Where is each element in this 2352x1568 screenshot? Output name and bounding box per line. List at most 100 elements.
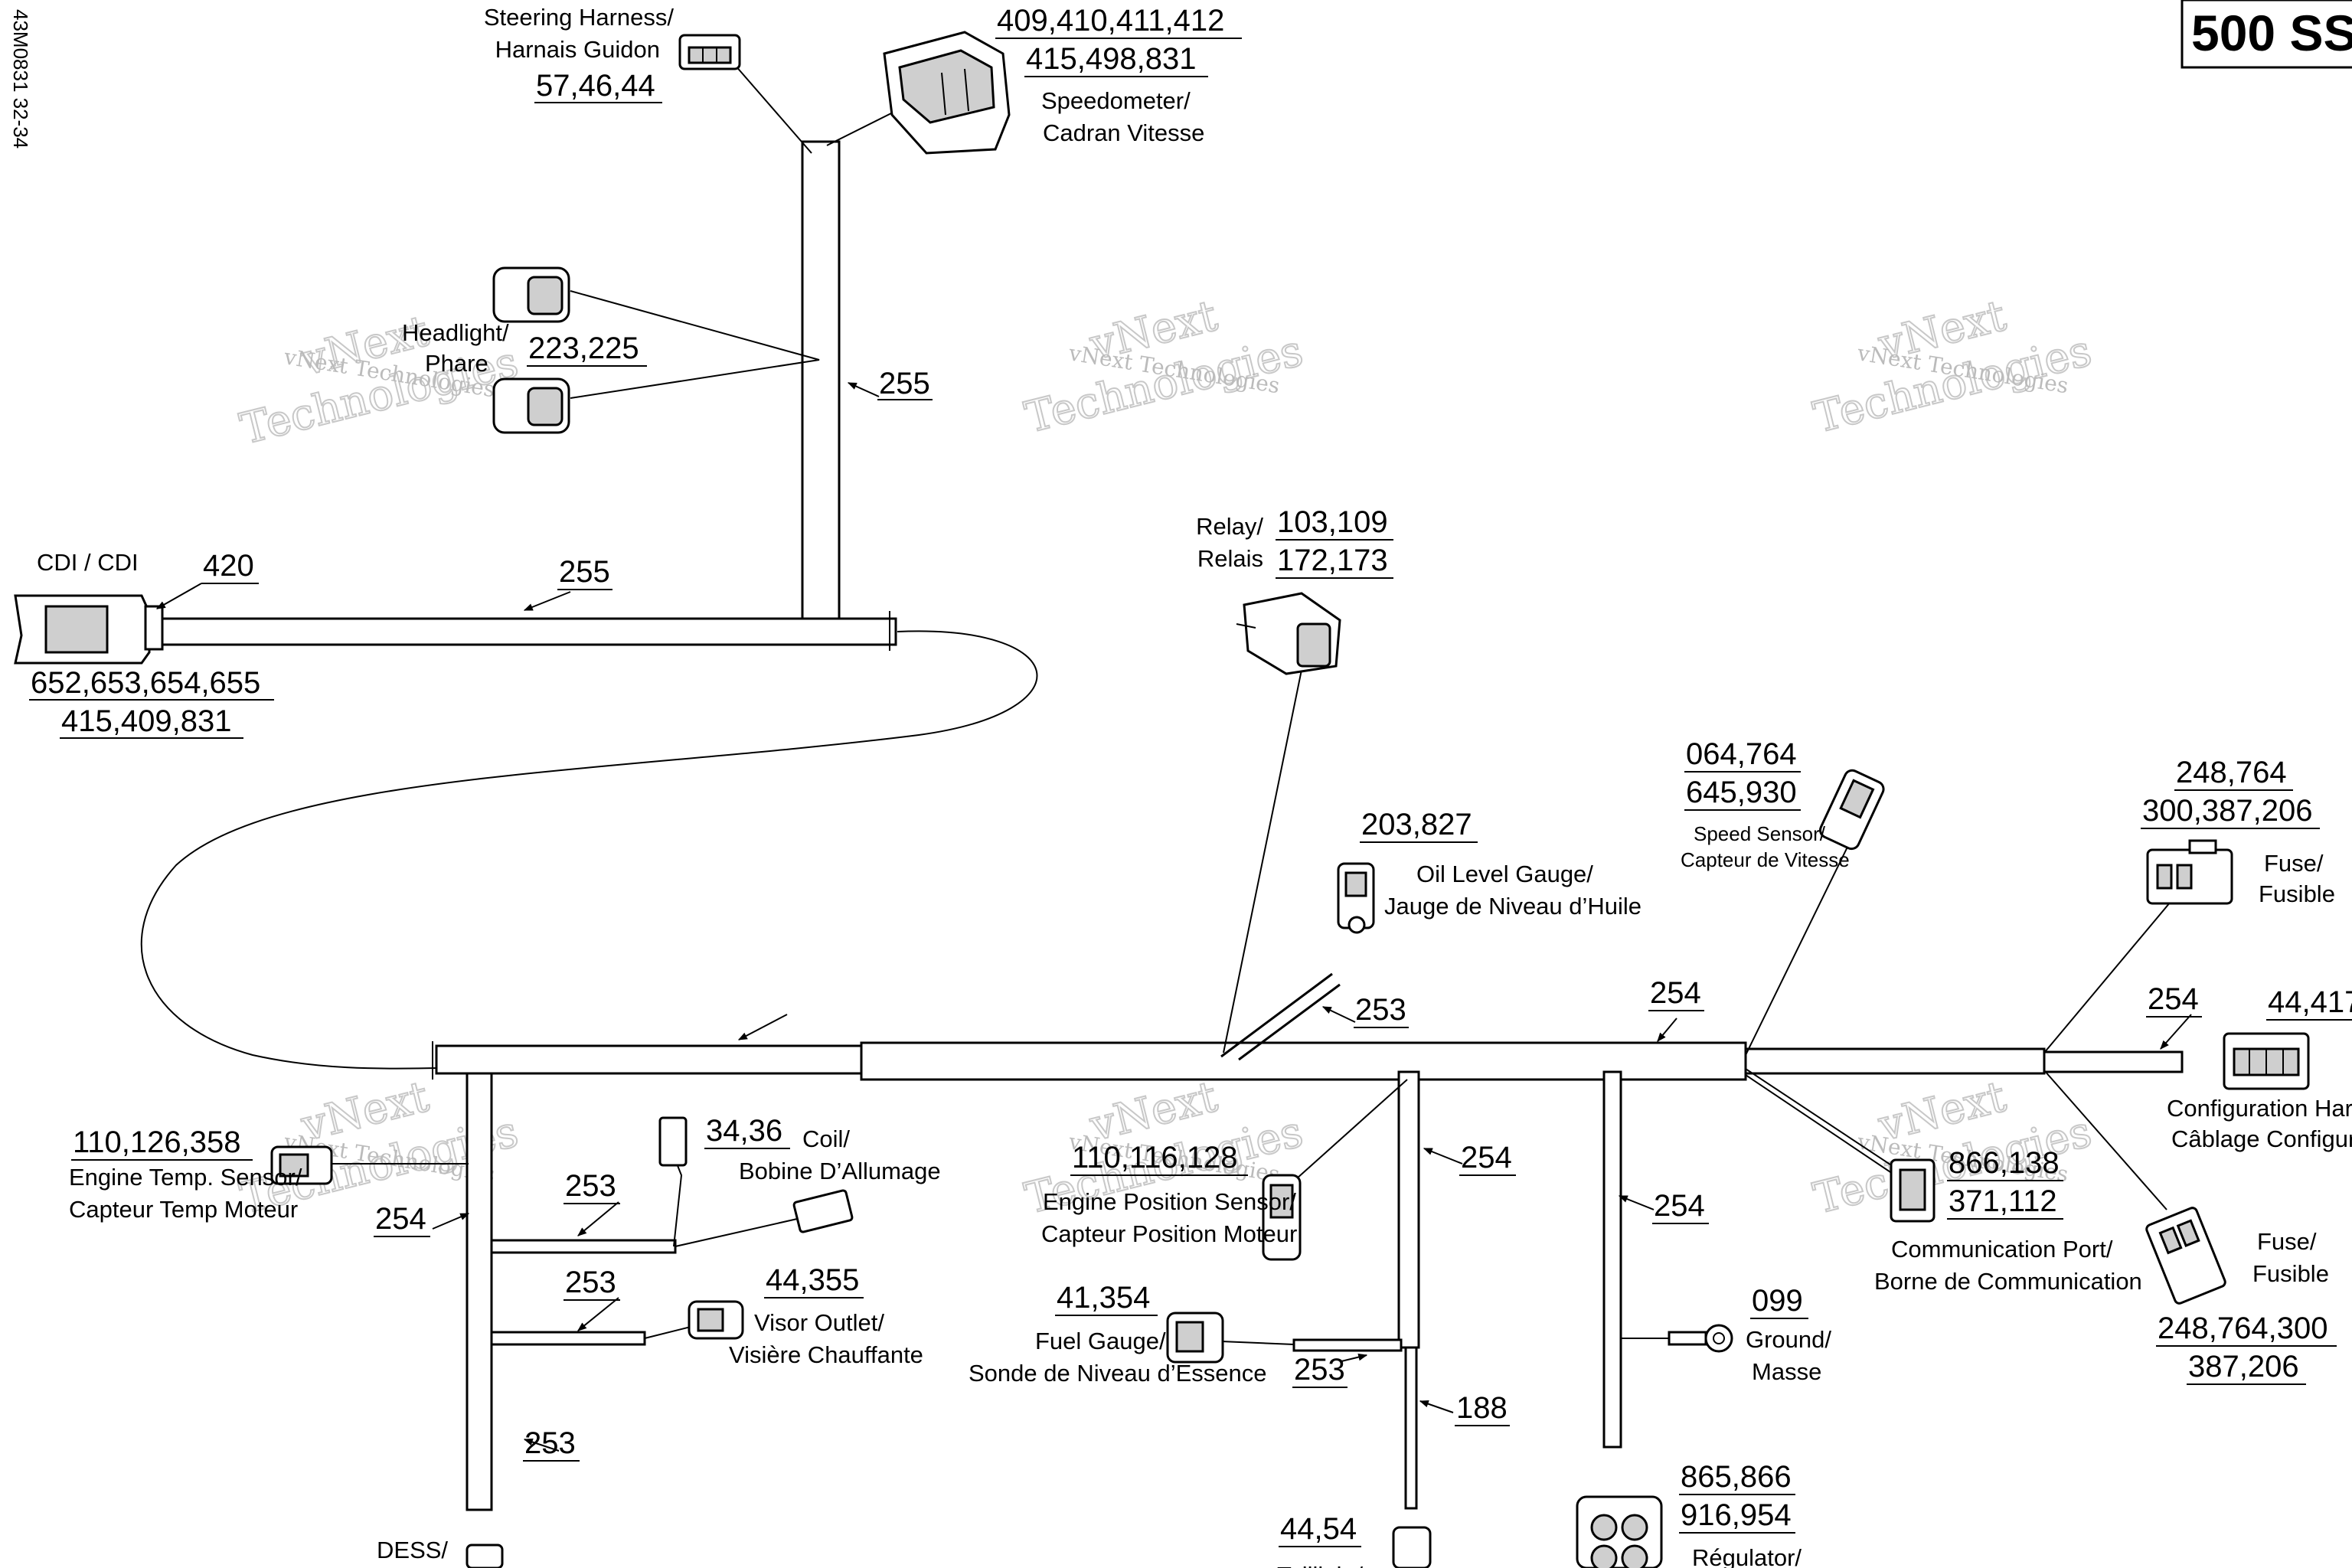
wire-188: 188 — [1456, 1391, 1508, 1425]
speed-sensor-label: 064,764 645,930 Speed Sensor/ Capteur de… — [1681, 737, 1850, 871]
svg-text:Relais: Relais — [1197, 545, 1263, 572]
svg-text:Câblage Configuration: Câblage Configuration — [2171, 1125, 2352, 1152]
wire-253-oil: 253 — [1355, 993, 1406, 1027]
wire-253-visor: 253 — [565, 1266, 616, 1299]
headlight-label: Headlight/ Phare 223,225 — [402, 319, 647, 377]
wire-253-fuel: 253 — [1294, 1353, 1345, 1387]
configuration-harness-label: 44,417 Configuration Harness/ Câblage Co… — [2167, 985, 2352, 1152]
svg-text:248,764,300: 248,764,300 — [2158, 1312, 2328, 1345]
svg-text:Fuel Gauge/: Fuel Gauge/ — [1035, 1328, 1166, 1354]
svg-text:103,109: 103,109 — [1277, 505, 1388, 539]
steering-harness-label: Steering Harness/ Harnais Guidon 57,46,4… — [484, 4, 675, 103]
svg-text:Harnais Guidon: Harnais Guidon — [495, 36, 660, 63]
regulator-connector — [1576, 1495, 1663, 1568]
communication-port-connector — [1890, 1158, 1936, 1223]
headlight-connector-lower — [492, 377, 570, 434]
steering-harness-connector — [678, 34, 741, 70]
svg-text:Headlight/: Headlight/ — [402, 319, 509, 346]
svg-text:Jauge de Niveau d’Huile: Jauge de Niveau d’Huile — [1384, 893, 1642, 920]
dess-connector — [466, 1544, 504, 1568]
svg-text:415,498,831: 415,498,831 — [1026, 42, 1196, 76]
svg-text:652,653,654,655: 652,653,654,655 — [31, 666, 260, 700]
svg-text:371,112: 371,112 — [1949, 1184, 2057, 1218]
coil-label: 34,36 Coil/ Bobine D’Allumage — [704, 1114, 941, 1184]
svg-text:420: 420 — [203, 549, 254, 583]
svg-text:099: 099 — [1752, 1284, 1803, 1318]
fuel-gauge-label: 41,354 Fuel Gauge/ Sonde de Niveau d’Ess… — [969, 1281, 1266, 1387]
svg-text:500 SS: 500 SS — [2191, 5, 2352, 61]
svg-text:Cadran Vitesse: Cadran Vitesse — [1043, 119, 1204, 146]
engine-position-connector — [1262, 1174, 1302, 1261]
wire-255-cdi: 255 — [559, 555, 610, 589]
svg-text:248,764: 248,764 — [2176, 756, 2287, 789]
svg-text:44,417: 44,417 — [2268, 985, 2352, 1019]
fuse-connector-lower — [2145, 1207, 2226, 1305]
svg-text:41,354: 41,354 — [1057, 1281, 1150, 1315]
model-box: 500 SS — [2180, 0, 2352, 69]
speedometer-connector — [883, 31, 1011, 155]
harness-trunks — [140, 140, 2184, 1511]
svg-text:Speed Sensor/: Speed Sensor/ — [1694, 822, 1826, 845]
ground-label: 099 Ground/ Masse — [1746, 1284, 1831, 1385]
regulator-label: 865,866 916,954 Régulator/ — [1679, 1460, 1802, 1568]
svg-text:Phare: Phare — [425, 350, 488, 377]
svg-text:172,173: 172,173 — [1277, 544, 1388, 577]
svg-text:Configuration Harness/: Configuration Harness/ — [2167, 1095, 2352, 1122]
dess-label: DESS/ — [377, 1537, 448, 1563]
document-code: 43M0831 32-34 — [9, 9, 32, 149]
svg-text:415,409,831: 415,409,831 — [61, 704, 231, 738]
svg-text:44,54: 44,54 — [1280, 1512, 1357, 1546]
svg-text:Capteur Temp Moteur: Capteur Temp Moteur — [69, 1196, 298, 1223]
svg-text:Visière Chauffante: Visière Chauffante — [729, 1341, 923, 1368]
speed-sensor-connector — [1819, 769, 1885, 851]
svg-text:110,116,128: 110,116,128 — [1072, 1141, 1238, 1174]
svg-text:865,866: 865,866 — [1681, 1460, 1792, 1494]
wire-255-vertical: 255 — [879, 367, 930, 400]
svg-text:Coil/: Coil/ — [802, 1125, 850, 1152]
svg-text:Capteur de Vitesse: Capteur de Vitesse — [1681, 848, 1850, 871]
fuse-upper-label: 248,764 300,387,206 Fuse/ Fusible — [2141, 756, 2335, 907]
svg-text:Ground/: Ground/ — [1746, 1326, 1831, 1353]
svg-text:Steering Harness/: Steering Harness/ — [484, 4, 675, 31]
svg-text:Speedometer/: Speedometer/ — [1041, 87, 1191, 114]
coil-connector — [658, 1116, 854, 1233]
relay-connector — [1236, 592, 1341, 675]
svg-text:Régulator/: Régulator/ — [1692, 1544, 1802, 1568]
engine-position-label: 110,116,128 Engine Position Sensor/ Capt… — [1041, 1141, 1297, 1247]
svg-text:Visor Outlet/: Visor Outlet/ — [754, 1309, 884, 1336]
speedometer-label: 409,410,411,412 415,498,831 Speedometer/… — [995, 4, 1242, 146]
wire-254-ground: 254 — [1654, 1189, 1705, 1223]
relay-label: Relay/ Relais 103,109 172,173 — [1196, 505, 1393, 579]
svg-text:Capteur Position Moteur: Capteur Position Moteur — [1041, 1220, 1297, 1247]
svg-text:Borne de Communication: Borne de Communication — [1874, 1268, 2142, 1295]
svg-text:645,930: 645,930 — [1686, 776, 1797, 809]
svg-text:409,410,411,412: 409,410,411,412 — [997, 4, 1224, 38]
wire-253-dess: 253 — [524, 1426, 576, 1460]
svg-text:Relay/: Relay/ — [1196, 513, 1263, 540]
cdi-connector — [14, 594, 164, 665]
svg-text:Sonde de Niveau d’Essence: Sonde de Niveau d’Essence — [969, 1360, 1266, 1387]
svg-text:CDI / CDI: CDI / CDI — [37, 549, 139, 576]
svg-text:Taillight/: Taillight/ — [1277, 1562, 1363, 1568]
svg-text:Oil Level Gauge/: Oil Level Gauge/ — [1416, 861, 1593, 887]
fuel-gauge-connector — [1166, 1312, 1224, 1364]
wire-254-left: 254 — [375, 1202, 426, 1236]
connector-leads — [329, 64, 2183, 1345]
svg-text:Fusible: Fusible — [2252, 1260, 2329, 1287]
svg-text:Communication Port/: Communication Port/ — [1891, 1236, 2113, 1263]
svg-text:387,206: 387,206 — [2188, 1350, 2299, 1383]
communication-port-label: 866,138 371,112 Communication Port/ Born… — [1874, 1146, 2142, 1295]
svg-text:300,387,206: 300,387,206 — [2142, 794, 2312, 828]
svg-text:Fuse/: Fuse/ — [2257, 1228, 2317, 1255]
svg-text:57,46,44: 57,46,44 — [536, 69, 655, 103]
taillight-connector — [1392, 1526, 1432, 1568]
svg-text:34,36: 34,36 — [706, 1114, 782, 1148]
engine-temp-label: 110,126,358 Engine Temp. Sensor/ Capteur… — [69, 1125, 302, 1223]
svg-text:Engine Temp. Sensor/: Engine Temp. Sensor/ — [69, 1164, 302, 1191]
visor-outlet-connector — [688, 1300, 744, 1340]
svg-text:203,827: 203,827 — [1361, 808, 1472, 841]
svg-text:916,954: 916,954 — [1681, 1498, 1792, 1532]
wire-254-mid: 254 — [1650, 976, 1701, 1010]
svg-text:866,138: 866,138 — [1949, 1146, 2060, 1180]
